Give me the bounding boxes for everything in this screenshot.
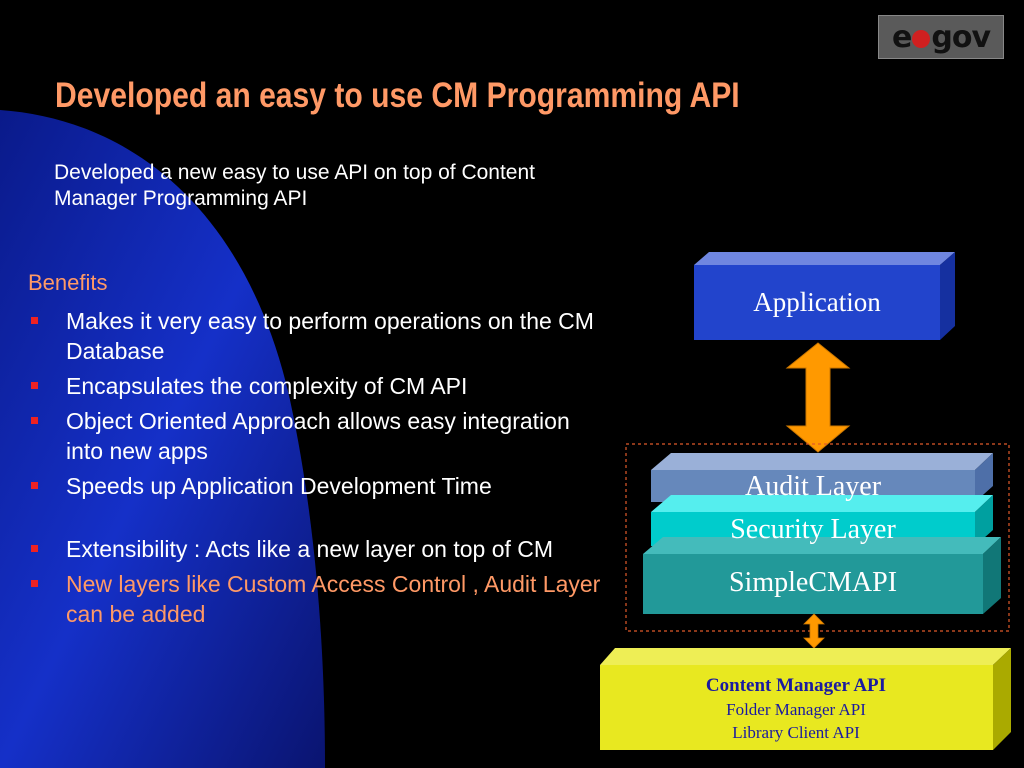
library-client-label: Library Client API (732, 723, 860, 742)
bullet-square-icon (31, 382, 38, 389)
list-item: Makes it very easy to perform operations… (28, 306, 608, 366)
simplecmapi-box (643, 537, 1001, 614)
list-item: Extensibility : Acts like a new layer on… (28, 534, 608, 564)
layer-group-frame (625, 443, 1010, 632)
audit-layer-label: Audit Layer (744, 471, 882, 502)
double-arrow-icon (785, 342, 851, 453)
list-item: Encapsulates the complexity of CM API (28, 371, 608, 401)
application-label: Application (753, 287, 881, 317)
list-item: Object Oriented Approach allows easy int… (28, 406, 608, 466)
content-manager-box (600, 648, 1011, 750)
folder-manager-label: Folder Manager API (726, 700, 866, 719)
bullet-square-icon (31, 580, 38, 587)
benefits-list: Makes it very easy to perform operations… (28, 306, 608, 634)
application-box (694, 252, 955, 340)
logo-text-right: gov (931, 19, 991, 55)
bullet-square-icon (31, 317, 38, 324)
benefits-heading: Benefits (28, 270, 108, 295)
list-item: New layers like Custom Access Control , … (28, 569, 608, 629)
security-layer-label: Security Layer (730, 514, 896, 545)
bullet-square-icon (31, 417, 38, 424)
content-manager-text: Content Manager API Folder Manager API L… (600, 674, 992, 744)
bullet-square-icon (31, 482, 38, 489)
content-manager-title: Content Manager API (705, 675, 887, 696)
simplecmapi-label: SimpleCMAPI (728, 567, 898, 598)
slide-subtitle: Developed a new easy to use API on top o… (54, 161, 535, 210)
slide-title: Developed an easy to use CM Programming … (55, 76, 740, 115)
logo-dot-icon (912, 30, 931, 48)
logo-text-left: e (892, 19, 912, 55)
bullet-square-icon (31, 545, 38, 552)
list-item: Speeds up Application Development Time (28, 471, 608, 501)
